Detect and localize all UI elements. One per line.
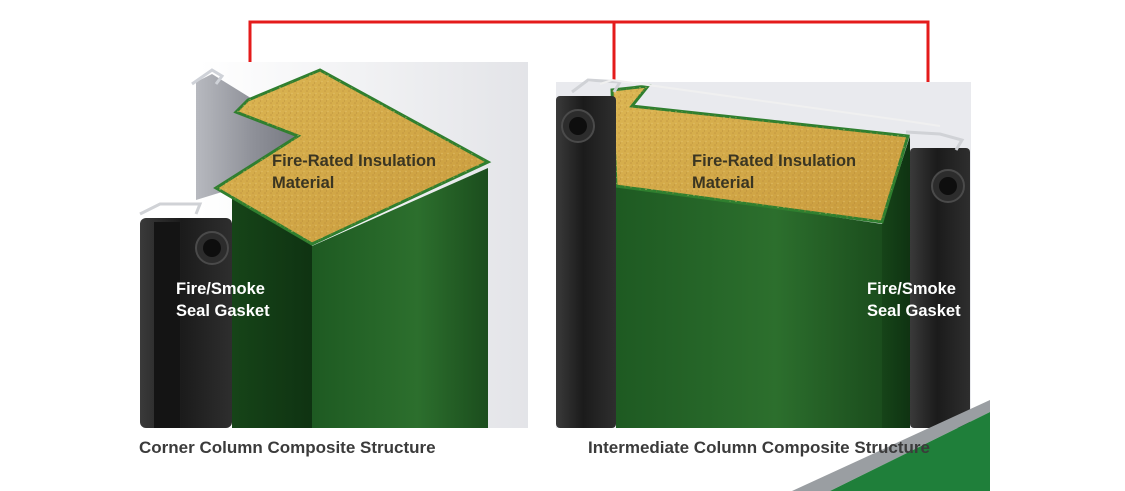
gasket-label-left-line2: Seal Gasket (176, 302, 270, 320)
insulation-label-left-line2: Material (272, 174, 335, 192)
metal-fin (196, 74, 312, 200)
gasket-body-right-b (910, 148, 970, 428)
gasket-cap-left (139, 202, 203, 216)
insulation-label-left-line1: Fire-Rated Insulation (272, 152, 437, 170)
insulation-label-right: Fire-Rated Insulation Material (692, 150, 856, 194)
connector-lines (248, 20, 930, 132)
gasket-label-right-line2: Seal Gasket (867, 302, 961, 320)
insulation-label-right-line2: Material (692, 174, 755, 192)
green-body-right-front (616, 184, 882, 428)
gasket-body-right-a (556, 96, 616, 428)
gasket-channel-left (154, 222, 180, 428)
metal-cap-left (191, 68, 225, 86)
gasket-label-left: Fire/Smoke Seal Gasket (176, 278, 270, 322)
top-sealing-strip (599, 78, 941, 127)
corner-column-illustration (139, 62, 528, 428)
green-body-front-main (312, 168, 488, 428)
gasket-cap-right-b (905, 130, 965, 151)
gasket-tube-hole-right-b (939, 177, 957, 195)
caption-intermediate-column: Intermediate Column Composite Structure (588, 438, 930, 457)
insulation-speckle-left (216, 70, 488, 244)
connector-line-left (248, 20, 930, 132)
gasket-label-left-line1: Fire/Smoke (176, 280, 265, 298)
intermediate-column-illustration (556, 78, 971, 428)
gasket-tube-hole-left (203, 239, 221, 257)
gasket-label-right-line1: Fire/Smoke (867, 280, 956, 298)
insulation-label-left: Fire-Rated Insulation Material (272, 150, 436, 194)
gasket-label-right: Fire/Smoke Seal Gasket (867, 278, 961, 322)
accent-green-swoosh (830, 412, 990, 491)
corner-accent (792, 400, 990, 491)
gasket-label-right-clip: Fire/Smoke Seal Gasket (860, 276, 970, 326)
green-body-edge (232, 190, 312, 428)
caption-corner-column: Corner Column Composite Structure (139, 438, 436, 457)
accent-grey-swoosh (792, 400, 990, 491)
insulation-label-right-line1: Fire-Rated Insulation (692, 152, 857, 170)
gasket-cap-right-a (571, 78, 623, 94)
green-body-right-side (882, 136, 910, 428)
gasket-tube-hole-right-a (569, 117, 587, 135)
insulation-speckle-right (612, 86, 908, 222)
